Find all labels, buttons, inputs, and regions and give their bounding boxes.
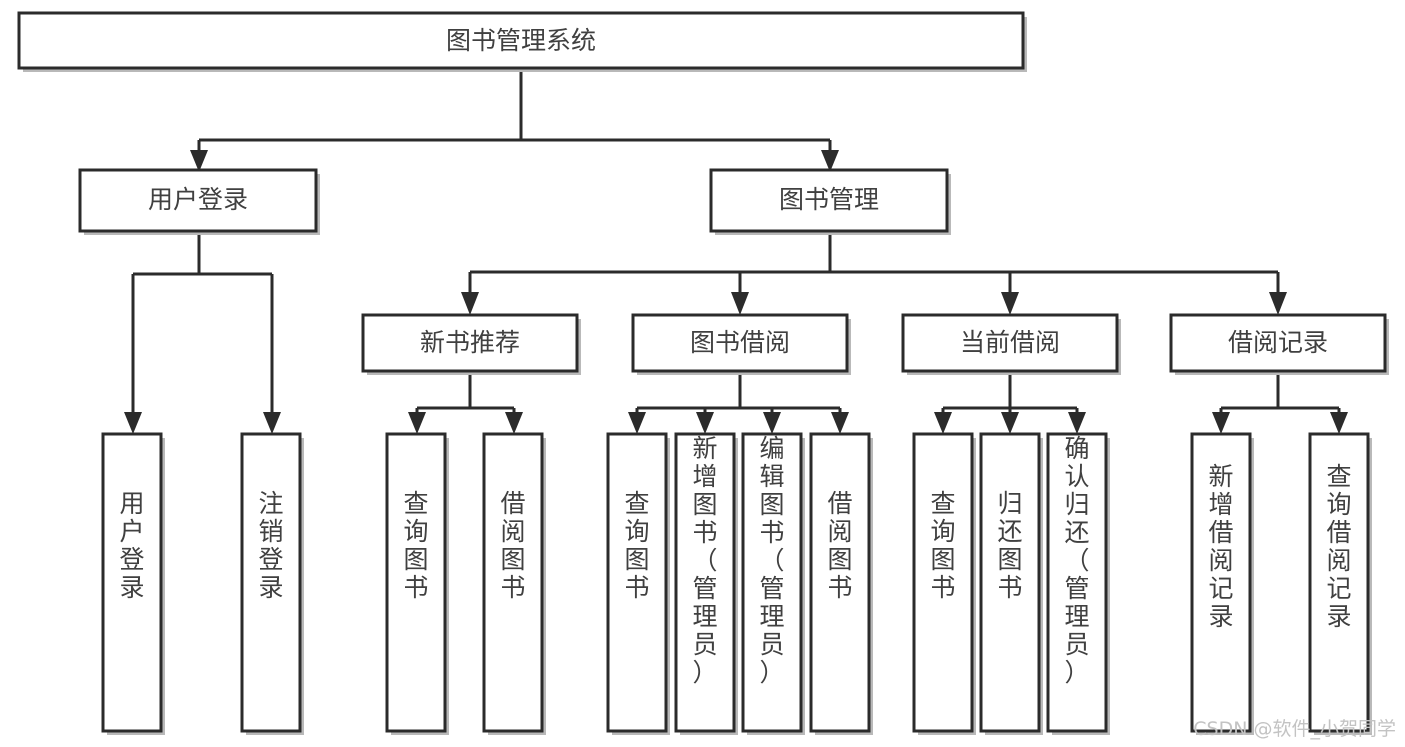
arrowhead-bb-edit-book (763, 412, 781, 434)
arrowhead-cb-query-book (934, 412, 952, 434)
node-new-book-recommend[interactable]: 新书推荐 (361, 313, 581, 375)
node-user-login[interactable]: 用户登录 (78, 168, 320, 235)
leaf-br-query-record[interactable]: 查询借阅记录 (1308, 432, 1372, 735)
leaf-user-login-box (101, 432, 163, 733)
node-borrow-record-box (1169, 313, 1387, 373)
leaf-br-add-record[interactable]: 新增借阅记录 (1190, 432, 1254, 735)
arrowhead-new-book (461, 292, 479, 315)
node-current-borrow[interactable]: 当前借阅 (901, 313, 1121, 375)
arrowhead-book-mgmt (821, 150, 839, 172)
leaf-nb-query-book-box (385, 432, 447, 733)
node-book-borrow-label: 图书借阅 (690, 328, 790, 357)
leaf-cb-query-book[interactable]: 查询图书 (912, 432, 976, 735)
node-current-borrow-label: 当前借阅 (960, 328, 1060, 357)
arrowhead-nb-query-book (408, 412, 426, 434)
arrowhead-bb-query-book (628, 412, 646, 434)
leaf-br-add-record-label: 新增借阅记录 (1208, 462, 1233, 631)
leaf-br-query-record-box (1308, 432, 1370, 733)
node-book-borrow[interactable]: 图书借阅 (631, 313, 851, 375)
node-book-management-box (709, 168, 949, 233)
node-new-book-recommend-label: 新书推荐 (420, 328, 520, 357)
node-new-book-recommend-box (361, 313, 579, 373)
leaf-cb-return-book[interactable]: 归还图书 (979, 432, 1043, 735)
leaf-cb-confirm-return[interactable]: 确认归还（管理员） (1046, 432, 1110, 735)
leaf-br-add-record-box (1190, 432, 1252, 733)
leaf-cb-return-book-label: 归还图书 (997, 489, 1022, 602)
leaf-bb-edit-book-box (741, 432, 803, 733)
csdn-watermark: CSDN @软件_小贺同学 (1193, 718, 1396, 740)
arrowhead-bb-borrow-book (831, 412, 849, 434)
node-borrow-record-label: 借阅记录 (1228, 328, 1328, 357)
arrowhead-user-login (190, 150, 208, 172)
node-book-borrow-box (631, 313, 849, 373)
leaf-bb-query-book[interactable]: 查询图书 (606, 432, 670, 735)
node-root-box (17, 11, 1025, 70)
leaf-nb-borrow-book-label: 借阅图书 (500, 489, 525, 602)
node-book-management[interactable]: 图书管理 (709, 168, 951, 235)
connector-layer (124, 68, 1348, 434)
arrowhead-leaf-logout (263, 412, 281, 434)
leaf-bb-query-book-box (606, 432, 668, 733)
arrowhead-cb-return-book (1001, 412, 1019, 434)
leaf-bb-edit-book[interactable]: 编辑图书（管理员） (741, 432, 805, 735)
leaf-bb-add-book-label: 新增图书（管理员） (692, 434, 717, 687)
leaf-nb-borrow-book-box (482, 432, 544, 733)
node-root[interactable]: 图书管理系统 (17, 11, 1027, 72)
leaf-user-login[interactable]: 用户登录 (101, 432, 165, 735)
leaf-bb-edit-book-label: 编辑图书（管理员） (759, 434, 784, 687)
node-user-login-label: 用户登录 (148, 185, 248, 214)
leaf-bb-borrow-book[interactable]: 借阅图书 (809, 432, 873, 735)
leaf-bb-query-book-label: 查询图书 (624, 489, 649, 602)
leaf-nb-query-book[interactable]: 查询图书 (385, 432, 449, 735)
leaf-logout-label: 注销登录 (258, 489, 283, 602)
arrowhead-br-query-record (1330, 412, 1348, 434)
leaf-logout[interactable]: 注销登录 (240, 432, 304, 735)
leaf-bb-borrow-book-label: 借阅图书 (827, 489, 852, 602)
leaf-cb-query-book-box (912, 432, 974, 733)
leaf-logout-box (240, 432, 302, 733)
arrowhead-current-borrow (1001, 292, 1019, 315)
arrowhead-nb-borrow-book (505, 412, 523, 434)
node-borrow-record[interactable]: 借阅记录 (1169, 313, 1389, 375)
leaf-user-login-label: 用户登录 (119, 489, 144, 602)
arrowhead-bb-add-book (696, 412, 714, 434)
leaf-cb-confirm-return-label: 确认归还（管理员） (1064, 434, 1089, 687)
node-root-label: 图书管理系统 (446, 26, 596, 55)
arrowhead-leaf-user-login (124, 412, 142, 434)
leaf-cb-return-book-box (979, 432, 1041, 733)
leaf-cb-query-book-label: 查询图书 (930, 489, 955, 602)
leaf-bb-add-book-box (674, 432, 736, 733)
node-current-borrow-box (901, 313, 1119, 373)
node-book-management-label: 图书管理 (779, 185, 879, 214)
arrowhead-book-borrow (731, 292, 749, 315)
leaf-bb-add-book[interactable]: 新增图书（管理员） (674, 432, 738, 735)
arrowhead-br-add-record (1212, 412, 1230, 434)
node-user-login-box (78, 168, 318, 233)
leaf-nb-query-book-label: 查询图书 (403, 489, 428, 602)
arrowhead-borrow-record (1269, 292, 1287, 315)
arrowhead-cb-confirm-return (1068, 412, 1086, 434)
leaf-bb-borrow-book-box (809, 432, 871, 733)
leaf-br-query-record-label: 查询借阅记录 (1326, 462, 1351, 631)
leaf-cb-confirm-return-box (1046, 432, 1108, 733)
leaf-nb-borrow-book[interactable]: 借阅图书 (482, 432, 546, 735)
